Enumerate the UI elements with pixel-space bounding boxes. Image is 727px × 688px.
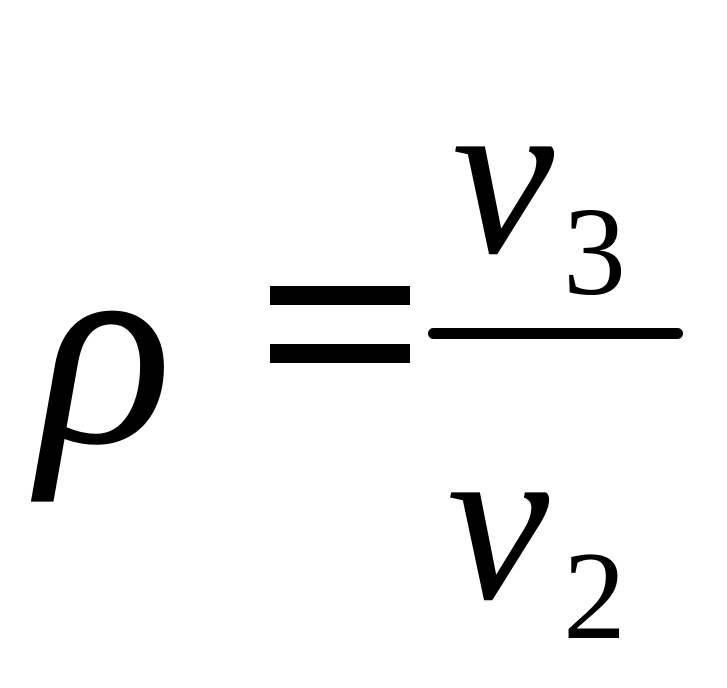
numerator-variable: v [452,47,555,302]
numerator-subscript: 3 [563,183,626,322]
equals-bottom-bar [270,344,410,363]
rho-symbol: ρ [38,192,173,503]
denominator-variable: v [447,393,550,648]
equals-top-bar [270,286,410,305]
fraction-bar [428,328,683,339]
denominator-subscript: 2 [563,527,626,666]
